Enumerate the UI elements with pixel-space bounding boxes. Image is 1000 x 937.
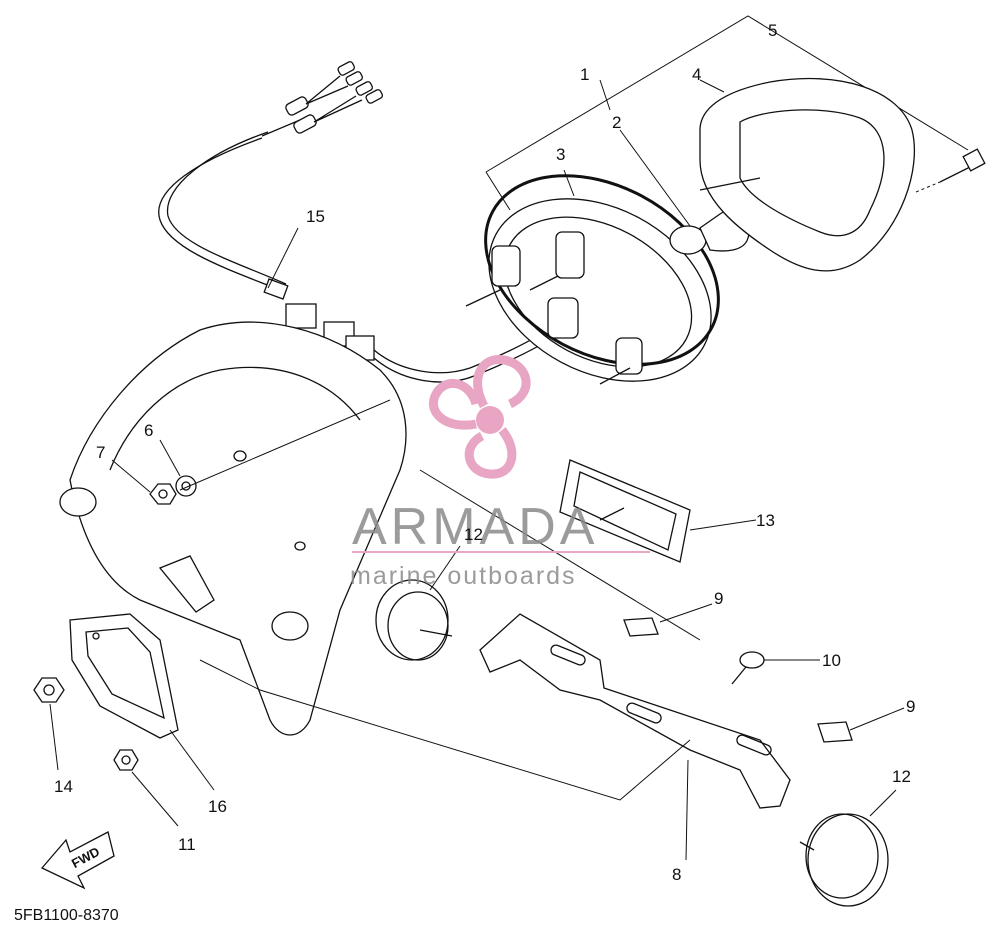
callout-14: 14 [54, 777, 73, 796]
diagram-code: 5FB1100-8370 [14, 907, 119, 924]
callout-7: 7 [96, 443, 105, 462]
callout-16: 16 [208, 797, 227, 816]
callout-13: 13 [756, 511, 775, 530]
bolt-10 [731, 651, 765, 685]
callout-4: 4 [692, 65, 701, 84]
callout-9a: 9 [714, 589, 723, 608]
nut-11 [113, 749, 139, 771]
sticker-9b [817, 721, 853, 743]
reflector-12-left [375, 579, 453, 661]
reflector-12-right [799, 813, 889, 907]
callout-15: 15 [306, 207, 325, 226]
sticker-9a [623, 617, 659, 637]
watermark-subtitle: marine outboards [350, 562, 577, 590]
plate-16 [69, 613, 179, 739]
callout-9b: 9 [906, 697, 915, 716]
callout-1: 1 [580, 65, 589, 84]
reflector-13 [559, 459, 691, 563]
callout-2: 2 [612, 113, 621, 132]
lens [699, 77, 916, 272]
callout-10: 10 [822, 651, 841, 670]
callout-5: 5 [768, 21, 777, 40]
rear-fender-bracket [59, 321, 407, 736]
watermark-title: ARMADA [352, 498, 598, 556]
callout-6: 6 [144, 421, 153, 440]
screw-5 [915, 148, 986, 193]
washer-6 [175, 475, 197, 497]
tail-light-housing [465, 174, 751, 385]
leader-lines [49, 79, 905, 861]
callout-12b: 12 [892, 767, 911, 786]
bracket-8 [479, 613, 791, 809]
callout-11: 11 [178, 835, 196, 854]
nut-7 [149, 483, 177, 505]
callout-12a: 12 [464, 525, 483, 544]
watermark-logo [429, 355, 531, 479]
callout-3: 3 [556, 145, 565, 164]
nut-14 [33, 677, 65, 703]
callout-8: 8 [672, 865, 681, 884]
connector-15a [285, 303, 317, 329]
forward-arrow-icon: FWD [40, 831, 115, 890]
